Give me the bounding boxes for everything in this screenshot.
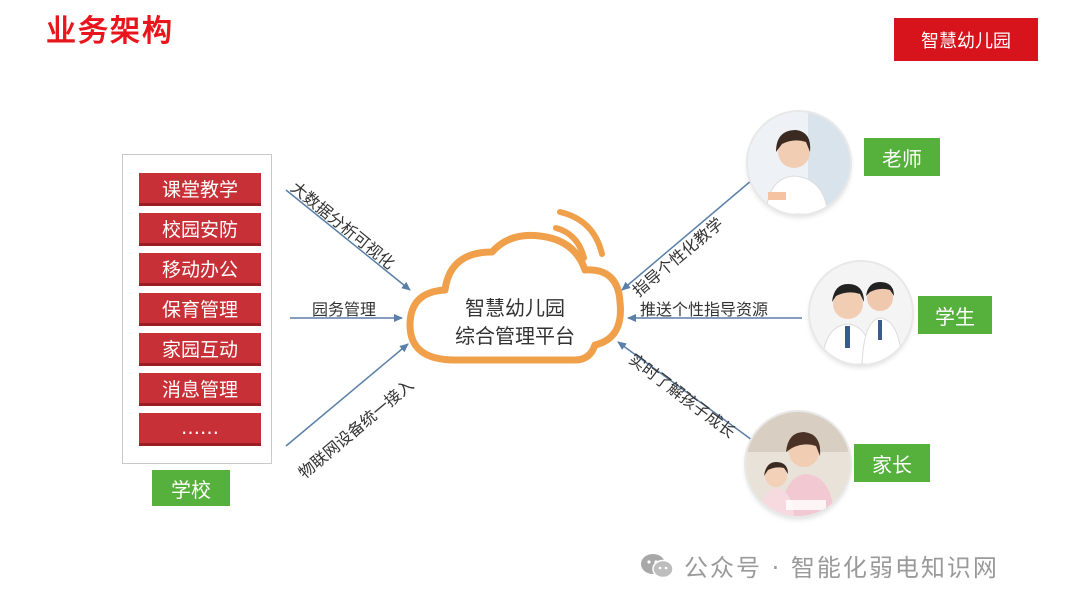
module-message-management: 消息管理 (139, 373, 261, 406)
parent-label: 家长 (854, 444, 930, 482)
watermark-text: 公众号 · 智能化弱电知识网 (684, 548, 999, 583)
platform-title: 智慧幼儿园 综合管理平台 (430, 294, 600, 350)
module-campus-security: 校园安防 (139, 213, 261, 246)
platform-title-line2: 综合管理平台 (430, 322, 600, 350)
module-more: …… (139, 413, 261, 446)
parent-photo (746, 412, 850, 516)
teacher-label: 老师 (864, 138, 940, 176)
module-classroom-teaching: 课堂教学 (139, 173, 261, 206)
module-childcare-management: 保育管理 (139, 293, 261, 326)
student-label: 学生 (918, 296, 992, 334)
link-label-push-resources: 推送个性指导资源 (640, 296, 768, 320)
watermark: 公众号 · 智能化弱电知识网 (640, 548, 999, 583)
link-label-park-management: 园务管理 (312, 296, 376, 320)
module-mobile-office: 移动办公 (139, 253, 261, 286)
wechat-icon (640, 552, 674, 580)
school-label: 学校 (152, 470, 230, 506)
teacher-photo (748, 112, 850, 214)
platform-title-line1: 智慧幼儿园 (430, 294, 600, 322)
student-photo (810, 262, 912, 364)
school-module-panel: 课堂教学 校园安防 移动办公 保育管理 家园互动 消息管理 …… (122, 154, 272, 464)
module-home-school-interaction: 家园互动 (139, 333, 261, 366)
